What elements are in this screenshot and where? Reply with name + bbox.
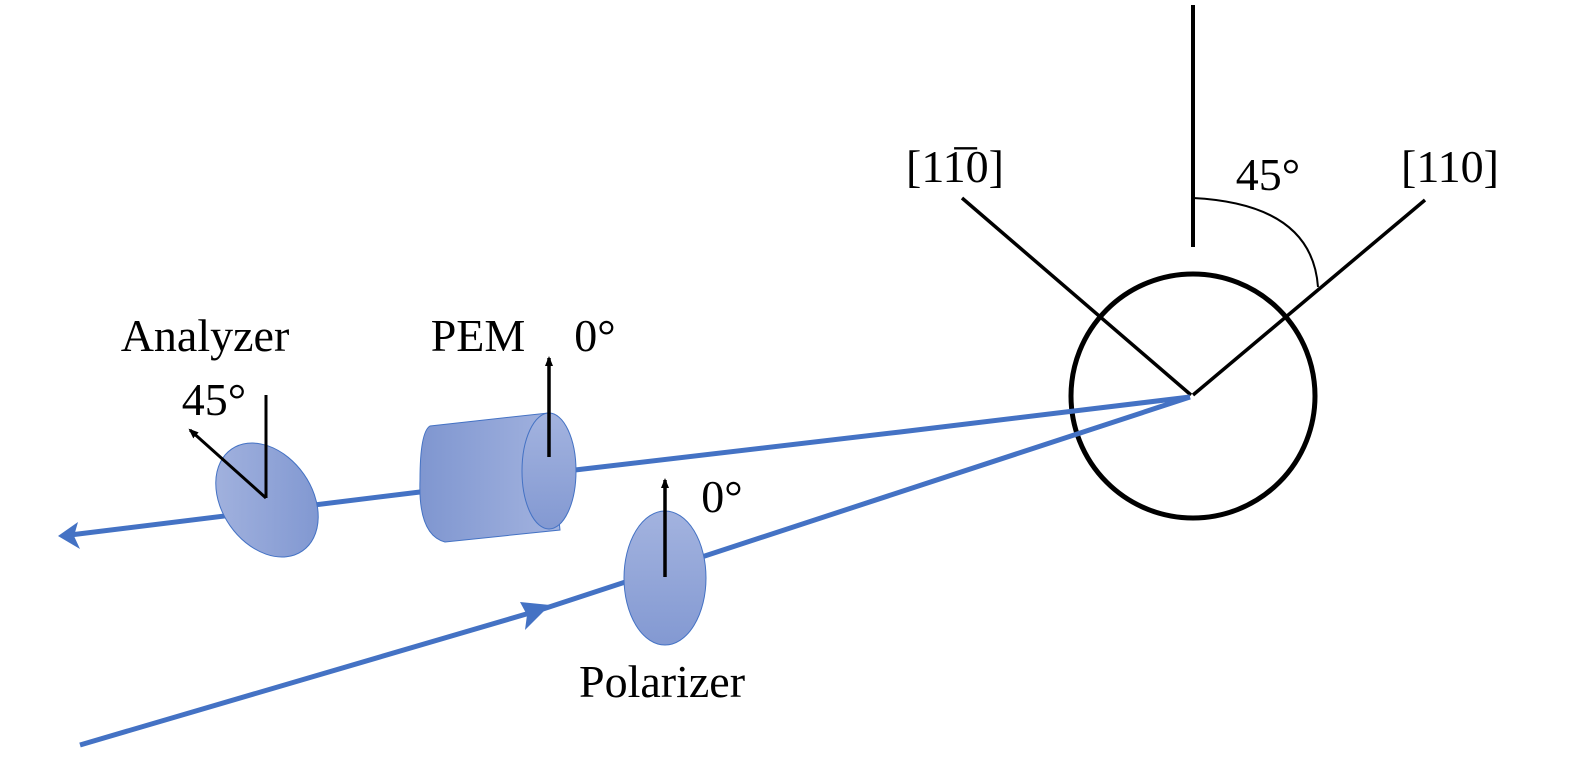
axis-110-line bbox=[1191, 198, 1427, 397]
axis-1m10-label: [11̅0] bbox=[906, 141, 1004, 192]
axis-1m10-line bbox=[960, 196, 1193, 397]
incident-beam-arrowhead bbox=[520, 602, 550, 630]
pem-angle-label: 0° bbox=[574, 310, 615, 361]
analyzer-optic bbox=[215, 442, 319, 558]
reflected-beam-arrowhead bbox=[58, 522, 80, 549]
analyzer-axis-arrow bbox=[188, 428, 268, 500]
angle-arc bbox=[1192, 197, 1319, 288]
sample-circle bbox=[1068, 271, 1318, 521]
pem-label: PEM bbox=[431, 310, 526, 361]
polarizer-angle-label: 0° bbox=[701, 471, 742, 522]
polarizer-label: Polarizer bbox=[579, 656, 745, 707]
analyzer-angle-label: 45° bbox=[182, 374, 246, 425]
analyzer-label: Analyzer bbox=[121, 310, 290, 361]
axis-110-label: [110] bbox=[1401, 141, 1499, 192]
sample-angle-label: 45° bbox=[1236, 149, 1300, 200]
